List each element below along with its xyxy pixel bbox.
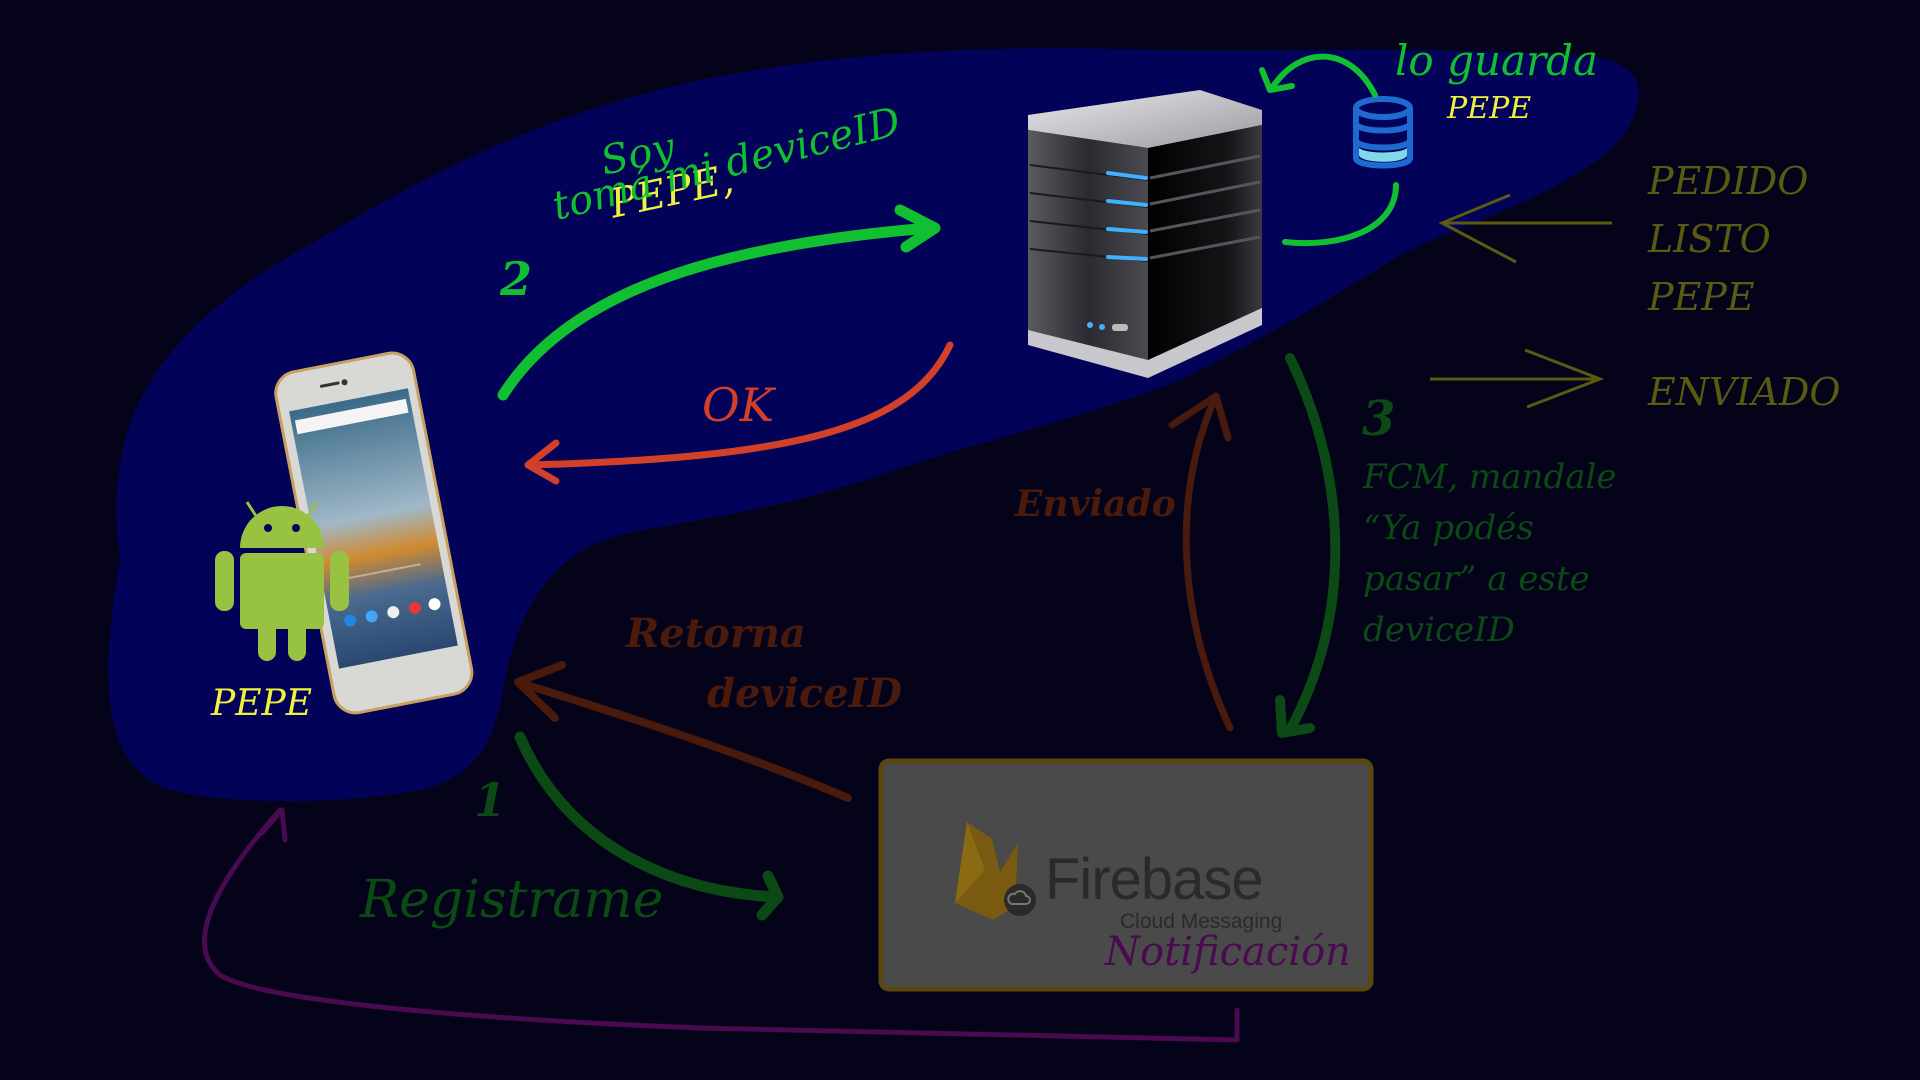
arrow-step-2 bbox=[497, 222, 936, 401]
arrow-step-1-head bbox=[756, 870, 784, 921]
enviado-label: Enviado bbox=[1015, 483, 1176, 525]
arrow-notificacion-head bbox=[259, 807, 288, 843]
outgoing-message: ENVIADO bbox=[1648, 370, 1841, 414]
arrow-step-2-head bbox=[894, 204, 941, 253]
arrow-retorna-head bbox=[514, 661, 566, 722]
arrow-enviado-head bbox=[1168, 392, 1232, 442]
client-name: PEPE bbox=[211, 683, 313, 724]
firebase-product: Cloud Messaging bbox=[1120, 910, 1283, 933]
incoming-line: PEPE bbox=[1648, 275, 1755, 319]
step-3-line: pasar” a este bbox=[1363, 559, 1590, 599]
arrow-enviado bbox=[1182, 394, 1234, 732]
step-3-line: “Ya podés bbox=[1363, 508, 1534, 548]
incoming-line: LISTO bbox=[1648, 217, 1771, 261]
database-icon bbox=[1353, 96, 1413, 169]
outgoing-arrow-head bbox=[1524, 348, 1605, 409]
notificacion-label: Notificación bbox=[1105, 929, 1351, 975]
firebase-brand: Firebase bbox=[1045, 847, 1264, 912]
step-3-line: FCM, mandale bbox=[1363, 457, 1617, 497]
arrow-notificacion bbox=[201, 807, 1240, 1043]
step-1-number: 1 bbox=[474, 773, 507, 827]
step-3-number: 3 bbox=[1362, 391, 1396, 447]
arrow-ok-head bbox=[524, 439, 560, 485]
step-3-line: deviceID bbox=[1363, 610, 1515, 650]
arrow-step-3-head bbox=[1275, 695, 1315, 738]
ok-label: OK bbox=[702, 378, 775, 432]
firebase-box bbox=[878, 758, 1374, 992]
registrame-label: Registrame bbox=[360, 870, 664, 930]
arrow-step-3 bbox=[1285, 353, 1341, 735]
arrow-ok bbox=[526, 341, 954, 469]
step-3-label: FCM, mandale “Ya podés pasar” a este dev… bbox=[1363, 452, 1616, 656]
server-icon bbox=[1028, 90, 1262, 378]
step-2-number: 2 bbox=[500, 252, 533, 306]
store-arrow-head bbox=[1259, 67, 1295, 93]
cloud-send-icon bbox=[1004, 884, 1036, 916]
store-link bbox=[1282, 182, 1399, 247]
arrow-step-1 bbox=[514, 731, 781, 903]
incoming-line: PEDIDO bbox=[1648, 159, 1809, 203]
store-label: lo guarda bbox=[1395, 36, 1599, 85]
android-icon bbox=[215, 501, 349, 661]
firebase-flame-icon bbox=[955, 822, 1018, 920]
retorna-label-line1: Retorna bbox=[626, 610, 806, 657]
retorna-label-line2: deviceID bbox=[707, 670, 903, 717]
incoming-message: PEDIDO LISTO PEPE bbox=[1648, 152, 1808, 326]
store-arrow bbox=[1269, 53, 1378, 98]
store-name: PEPE bbox=[1447, 91, 1532, 126]
incoming-arrow-head bbox=[1438, 193, 1517, 264]
arrow-retorna bbox=[516, 679, 852, 802]
